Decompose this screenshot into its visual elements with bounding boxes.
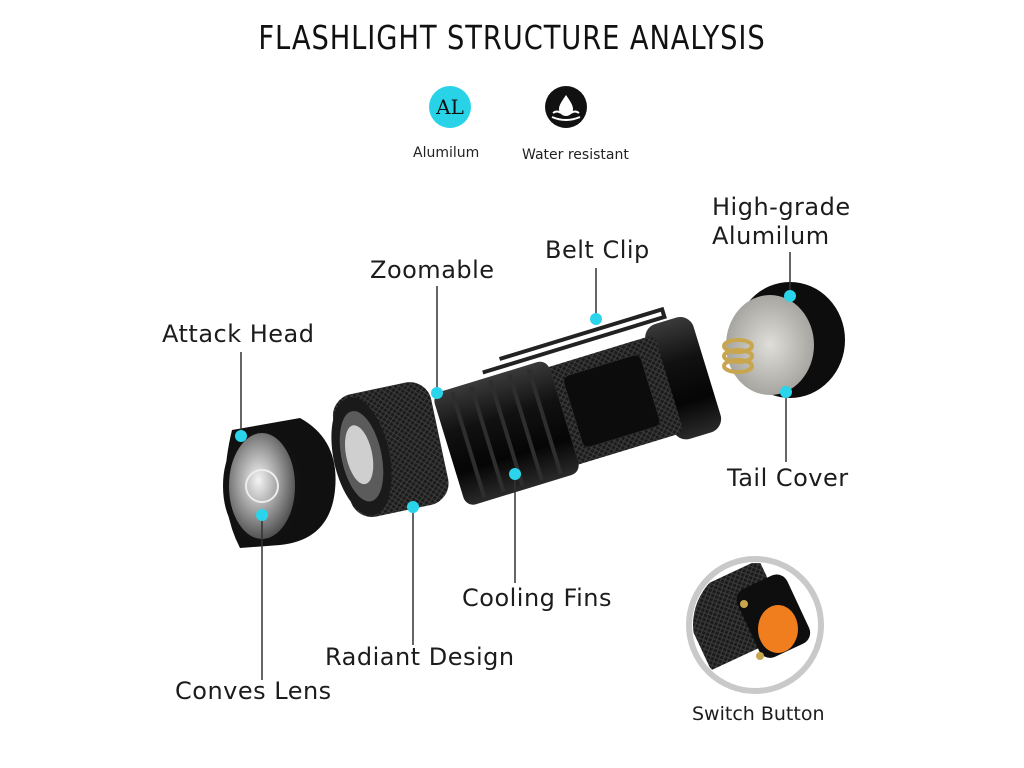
belt-clip-label: Belt Clip xyxy=(545,236,650,264)
cooling-fins-label: Cooling Fins xyxy=(462,584,612,612)
attack-head-label: Attack Head xyxy=(162,320,315,348)
attack-head xyxy=(223,418,336,548)
water-drop-icon xyxy=(545,86,587,128)
switch-button-label: Switch Button xyxy=(692,703,825,725)
aluminum-caption: Alumilum xyxy=(413,145,480,161)
zoom-ring xyxy=(331,382,449,517)
alumilum-label: Alumilum xyxy=(712,222,830,250)
switch-button-inset xyxy=(686,556,824,694)
callout-lines xyxy=(240,252,791,680)
radiant-design-label: Radiant Design xyxy=(325,643,515,671)
page-title: FLASHLIGHT STRUCTURE ANALYSIS xyxy=(258,18,766,57)
tail-cap xyxy=(722,282,845,398)
callout-dots xyxy=(235,290,796,521)
high-grade-label: High-grade xyxy=(712,193,851,221)
zoomable-label: Zoomable xyxy=(370,256,495,284)
water-resistant-caption: Water resistant xyxy=(522,147,629,163)
flashlight-body xyxy=(434,306,722,505)
aluminum-badge: AL xyxy=(429,86,471,128)
conves-lens-label: Conves Lens xyxy=(175,677,332,705)
tail-cover-label: Tail Cover xyxy=(727,464,849,492)
